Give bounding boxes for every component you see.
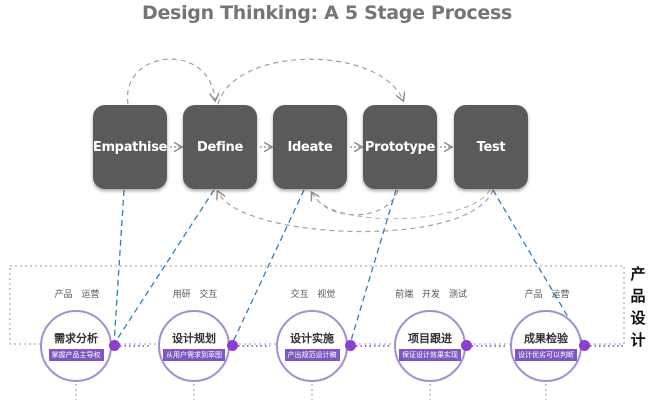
- connector-define: [113, 189, 215, 345]
- side-label-char: 产: [630, 265, 646, 283]
- roles-label: 产品 运营: [524, 290, 570, 300]
- connection-dot: [227, 340, 238, 351]
- step-circle-planning: 设计规划 从用户需求到草图: [158, 310, 230, 382]
- step-name: 成果检验: [524, 332, 568, 345]
- step-desc: 设计优劣可以判断: [515, 349, 577, 361]
- product-design-side-label: 产 品 设 计: [628, 263, 648, 351]
- roles-label: 用研 交互: [172, 290, 218, 300]
- step-desc: 保证设计效果实现: [399, 349, 461, 361]
- step-name: 设计实施: [290, 332, 334, 345]
- roles-label: 产品 运营: [54, 290, 100, 300]
- step-desc: 产出规范设计稿: [284, 349, 340, 361]
- connector-prototype: [349, 189, 397, 345]
- stage-define: Define: [183, 105, 257, 189]
- product-section-frame: [9, 265, 625, 345]
- roles-label: 交互 视觉: [290, 290, 336, 300]
- loop-test-define: [218, 190, 494, 233]
- roles-label: 前端 开发 测试: [395, 290, 467, 300]
- side-label-char: 设: [630, 309, 646, 327]
- connection-dot: [461, 340, 472, 351]
- side-label-char: 计: [630, 331, 646, 349]
- step-circle-followup: 项目跟进 保证设计效果实现: [394, 310, 466, 382]
- loop-define-prototype: [217, 58, 403, 105]
- loop-empathise-define: [127, 58, 215, 105]
- loop-test-ideate: [312, 189, 491, 220]
- stage-prototype: Prototype: [363, 105, 437, 189]
- stage-empathise: Empathise: [93, 105, 167, 189]
- step-desc: 掌握产品主导权: [48, 349, 104, 361]
- step-circle-implementation: 设计实施 产出规范设计稿: [276, 310, 348, 382]
- stage-test: Test: [454, 105, 528, 189]
- connector-ideate: [231, 189, 305, 345]
- step-circle-requirements: 需求分析 掌握产品主导权: [40, 310, 112, 382]
- connection-dot: [579, 340, 590, 351]
- connector-empathise: [113, 189, 125, 345]
- stage-ideate: Ideate: [273, 105, 347, 189]
- loop-prototype-ideate: [312, 189, 399, 216]
- connection-dot: [109, 340, 120, 351]
- connection-dot: [345, 340, 356, 351]
- step-desc: 从用户需求到草图: [163, 349, 225, 361]
- step-circle-validation: 成果检验 设计优劣可以判断: [510, 310, 582, 382]
- side-label-char: 品: [630, 287, 646, 305]
- step-name: 项目跟进: [408, 332, 452, 345]
- step-name: 设计规划: [172, 332, 216, 345]
- step-name: 需求分析: [54, 332, 98, 345]
- diagram-title: Design Thinking: A 5 Stage Process: [142, 2, 512, 24]
